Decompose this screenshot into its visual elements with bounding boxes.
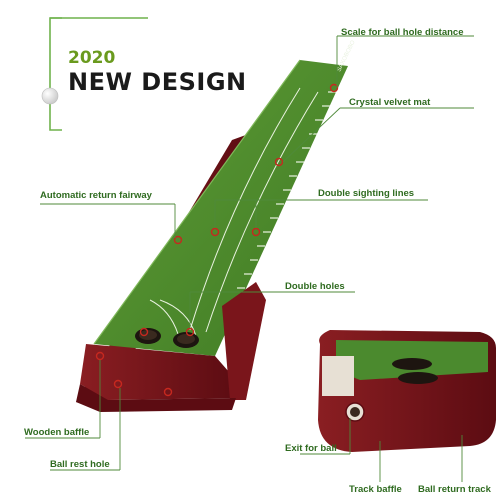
ball-rest-tray	[76, 384, 236, 412]
closeup-hole-1	[392, 358, 432, 370]
leader-lines	[25, 35, 474, 482]
track-baffle-insert	[322, 356, 354, 396]
label-rest: Ball rest hole	[50, 459, 110, 470]
label-holes: Double holes	[285, 281, 345, 292]
label-exit: Exit for ball	[285, 443, 337, 454]
headline-year: 2020	[68, 48, 116, 68]
mat-edge	[93, 59, 301, 345]
sighting-lines	[149, 87, 319, 337]
label-baffle: Wooden baffle	[24, 427, 90, 438]
putting-mat-surface	[94, 60, 348, 356]
golf-ball-icon	[41, 87, 59, 105]
label-return-track: Ball return track	[418, 484, 491, 495]
closeup-hole-2	[398, 372, 438, 384]
return-track-closeup	[318, 330, 496, 452]
hole-right-inner	[177, 334, 195, 344]
wooden-baffle	[80, 344, 236, 400]
label-sighting: Double sighting lines	[318, 188, 415, 199]
hole-left-inner	[139, 330, 157, 340]
headline-title: NEW DESIGN	[68, 68, 247, 96]
label-track-baffle: Track baffle	[349, 484, 402, 495]
front-wooden-block	[222, 282, 266, 400]
label-velvet: Crystal velvet mat	[349, 97, 431, 108]
headline-bracket	[49, 17, 148, 131]
label-fairway: Automatic return fairway	[40, 190, 152, 201]
label-scale: Scale for ball hole distance	[341, 27, 464, 38]
